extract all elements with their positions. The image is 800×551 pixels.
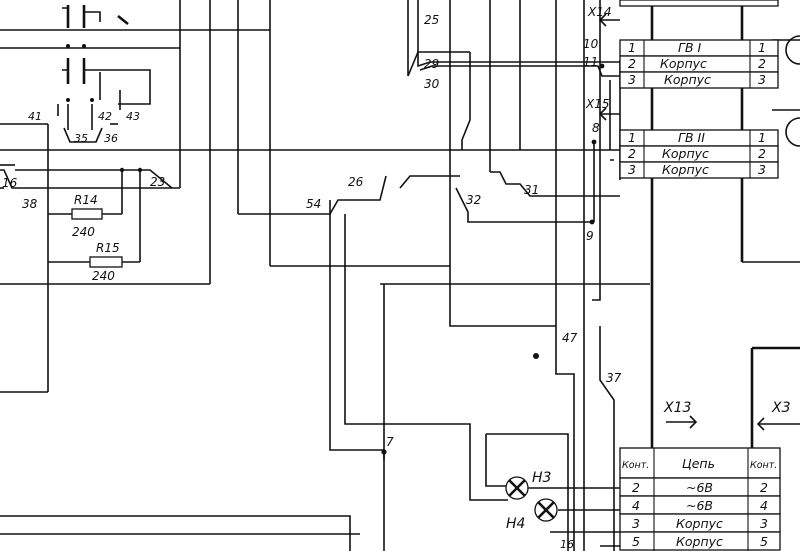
wire-label-38: 38 bbox=[22, 197, 38, 211]
wire-label-16b: 16 bbox=[560, 538, 574, 551]
x13-row1-pin: 2 bbox=[632, 480, 640, 495]
x15-row2-circuit: Корпус bbox=[662, 146, 709, 161]
x13-row2-pin: 4 bbox=[632, 498, 640, 513]
x14-row1-pin: 1 bbox=[628, 40, 636, 55]
wire-label-9: 9 bbox=[586, 229, 594, 243]
wire-label-54: 54 bbox=[306, 197, 321, 211]
resistor-r15 bbox=[48, 256, 140, 268]
wire-label-29: 29 bbox=[424, 57, 439, 71]
x13-row4-pin: 5 bbox=[632, 534, 640, 549]
wire-label-23: 23 bbox=[150, 175, 165, 189]
wire-label-31: 31 bbox=[524, 183, 539, 197]
stray-mark bbox=[533, 353, 539, 359]
x13-row3-pin: 3 bbox=[632, 516, 640, 531]
connector-x14-ref: X14 bbox=[587, 5, 612, 19]
resistor-r15-ref: R15 bbox=[96, 241, 120, 255]
x15-row1-mate: 1 bbox=[758, 130, 766, 145]
x15-row1-pin: 1 bbox=[628, 130, 636, 145]
wire-label-11: 11 bbox=[583, 55, 598, 69]
x15-row3-pin: 3 bbox=[628, 162, 636, 177]
x13-row1-circuit: ~6В bbox=[686, 480, 713, 495]
lamp-h3-ref: H3 bbox=[532, 470, 551, 486]
wire-label-30: 30 bbox=[424, 77, 440, 91]
wire-label-32: 32 bbox=[466, 193, 481, 207]
connector-x3-ref: X3 bbox=[771, 400, 791, 416]
wire-label-37: 37 bbox=[606, 371, 622, 385]
x13-row4-mate: 5 bbox=[760, 534, 768, 549]
x13-row2-mate: 4 bbox=[760, 498, 768, 513]
resistor-r14-value: 240 bbox=[72, 225, 95, 239]
wire-label-43: 43 bbox=[126, 110, 140, 123]
x15-row1-circuit: ГВ II bbox=[678, 130, 705, 145]
wire-label-16: 16 bbox=[2, 176, 18, 190]
lamp-h3 bbox=[505, 476, 529, 500]
lamp-h4-ref: H4 bbox=[506, 516, 525, 532]
connector-x15-ref: X15 bbox=[585, 97, 610, 111]
x13-row1-mate: 2 bbox=[760, 480, 768, 495]
wire-label-8: 8 bbox=[592, 121, 600, 135]
connector-x13 bbox=[619, 415, 781, 551]
x14-row1-mate: 1 bbox=[758, 40, 766, 55]
x14-row3-mate: 3 bbox=[758, 72, 766, 87]
x15-row3-circuit: Корпус bbox=[662, 162, 709, 177]
x13-header-pin: Конт. bbox=[622, 460, 649, 471]
connector-x3 bbox=[756, 417, 800, 431]
x13-header-mate: Конт. bbox=[750, 460, 777, 471]
x13-header-circuit: Цепь bbox=[682, 456, 715, 471]
wire-label-41: 41 bbox=[28, 110, 42, 123]
resistor-r14-ref: R14 bbox=[74, 193, 98, 207]
x13-row4-circuit: Корпус bbox=[676, 534, 723, 549]
wire-label-7: 7 bbox=[386, 435, 394, 449]
x14-row2-circuit: Корпус bbox=[660, 56, 707, 71]
connector-x15 bbox=[598, 107, 779, 179]
x14-row2-pin: 2 bbox=[628, 56, 636, 71]
x13-row3-mate: 3 bbox=[760, 516, 768, 531]
x14-row3-pin: 3 bbox=[628, 72, 636, 87]
wire-label-47: 47 bbox=[562, 331, 578, 345]
x14-row3-circuit: Корпус bbox=[664, 72, 711, 87]
x14-row1-circuit: ГВ I bbox=[678, 40, 702, 55]
wire-label-26: 26 bbox=[348, 175, 364, 189]
wire-label-25: 25 bbox=[424, 13, 439, 27]
x15-row2-mate: 2 bbox=[758, 146, 766, 161]
resistor-r14 bbox=[48, 208, 122, 220]
x13-row3-circuit: Корпус bbox=[676, 516, 723, 531]
lamp-h4 bbox=[534, 498, 558, 522]
x14-row2-mate: 2 bbox=[758, 56, 766, 71]
x13-row2-circuit: ~6В bbox=[686, 498, 713, 513]
x15-row2-pin: 2 bbox=[628, 146, 636, 161]
connector-x13-ref: X13 bbox=[663, 400, 691, 416]
wire-label-36: 36 bbox=[104, 132, 118, 145]
resistor-r15-value: 240 bbox=[92, 269, 115, 283]
wire-label-35: 35 bbox=[74, 132, 88, 145]
relay-block bbox=[0, 5, 270, 143]
wire-label-42: 42 bbox=[98, 110, 112, 123]
connector-x14 bbox=[598, 0, 779, 89]
wire-label-10: 10 bbox=[583, 37, 599, 51]
x15-row3-mate: 3 bbox=[758, 162, 766, 177]
